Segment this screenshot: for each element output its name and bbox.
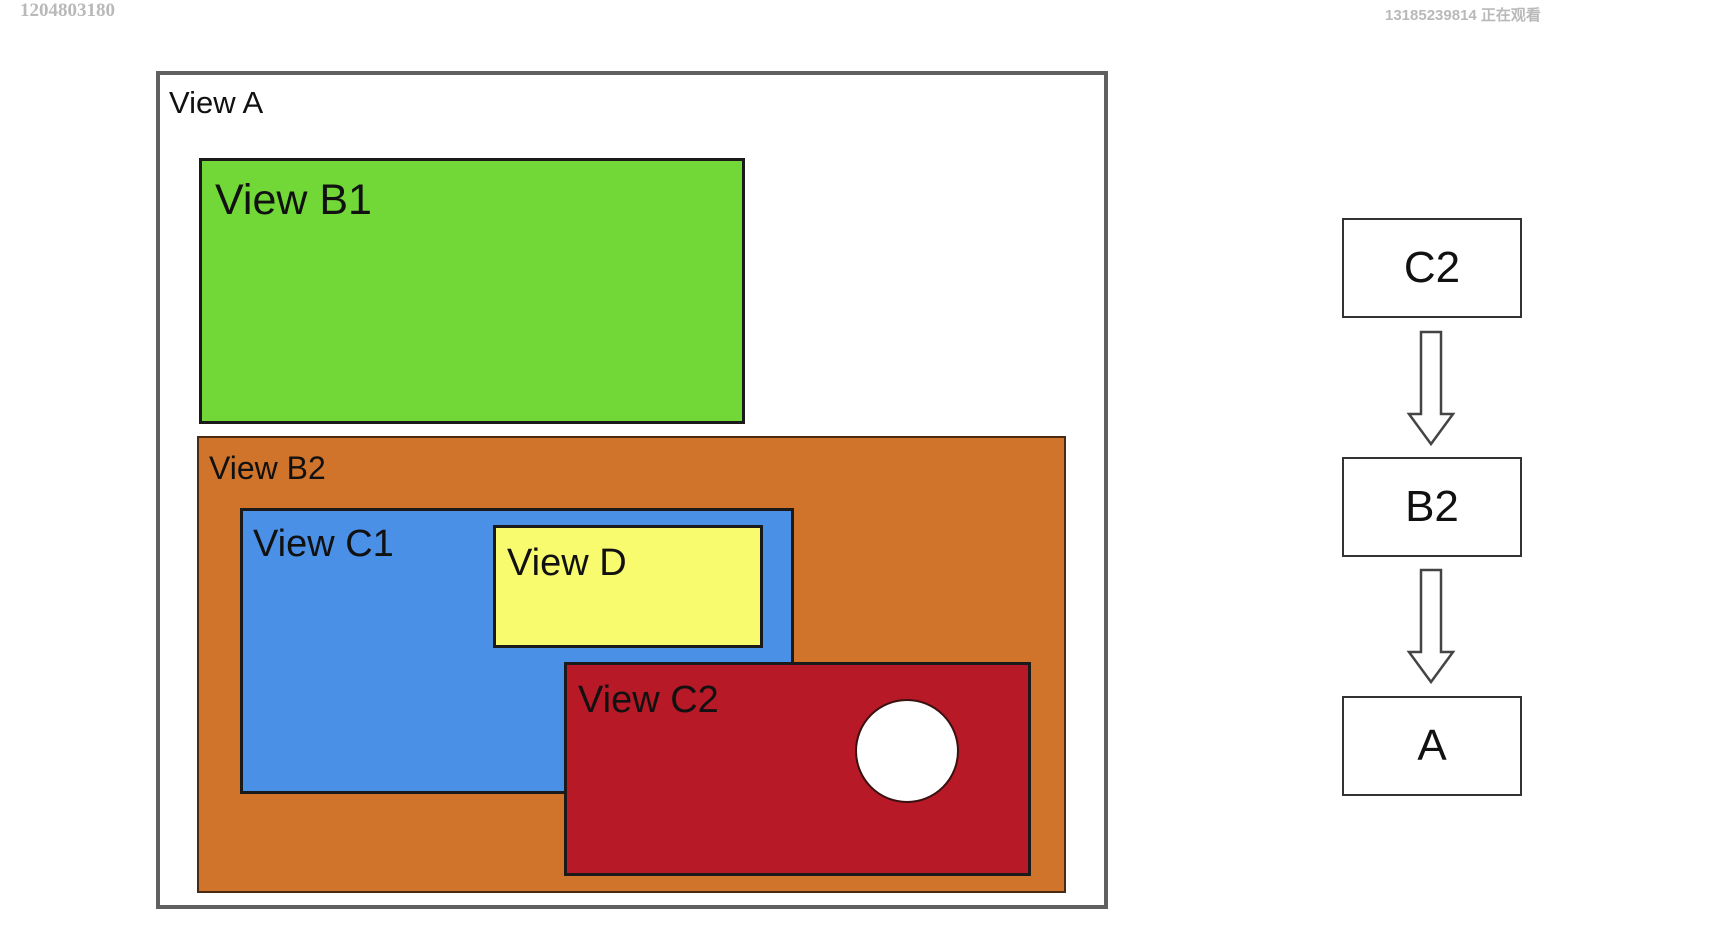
down-arrow-icon <box>1406 330 1456 447</box>
view-d-box: View D <box>493 525 763 648</box>
watermark-right: 13185239814 正在观看 <box>1385 7 1541 24</box>
touch-point-circle <box>855 699 959 803</box>
view-c2-box: View C2 <box>564 662 1031 876</box>
view-b1-label: View B1 <box>215 176 372 224</box>
view-c2-label: View C2 <box>578 679 719 721</box>
chain-node-b2: B2 <box>1342 457 1522 557</box>
view-b2-label: View B2 <box>209 450 326 486</box>
view-d-label: View D <box>507 542 627 584</box>
view-a-label: View A <box>169 85 264 120</box>
chain-node-c2: C2 <box>1342 218 1522 318</box>
down-arrow-icon <box>1406 568 1456 685</box>
chain-node-a: A <box>1342 696 1522 796</box>
view-b1-box: View B1 <box>199 158 745 424</box>
view-c1-label: View C1 <box>253 523 394 565</box>
watermark-left: 1204803180 <box>20 0 115 21</box>
